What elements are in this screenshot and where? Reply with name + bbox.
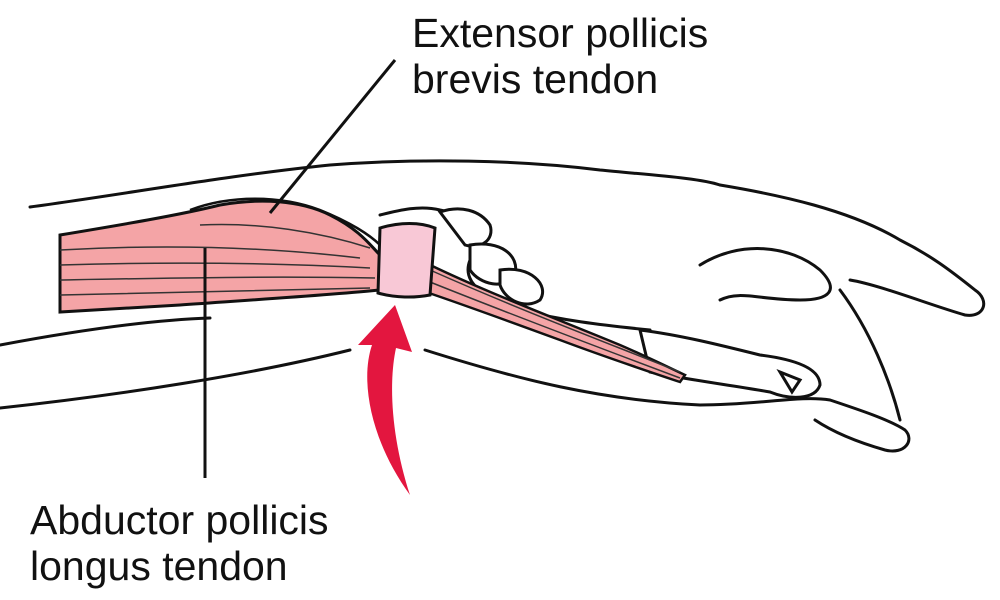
extensor-retinaculum-sheath — [376, 222, 437, 299]
label-line: brevis tendon — [412, 56, 659, 102]
label-abductor-pollicis-longus: Abductor pollicis longus tendon — [30, 497, 329, 589]
muscle-bellies — [58, 197, 687, 384]
label-line: Extensor pollicis — [412, 10, 709, 56]
label-line: Abductor pollicis — [30, 497, 329, 543]
curved-up-arrow-icon — [358, 305, 412, 495]
arm-outline — [0, 159, 986, 453]
label-extensor-pollicis-brevis: Extensor pollicis brevis tendon — [412, 10, 708, 102]
label-line: longus tendon — [30, 543, 288, 589]
leader-lines — [203, 59, 397, 478]
thumb-bones — [437, 207, 822, 399]
